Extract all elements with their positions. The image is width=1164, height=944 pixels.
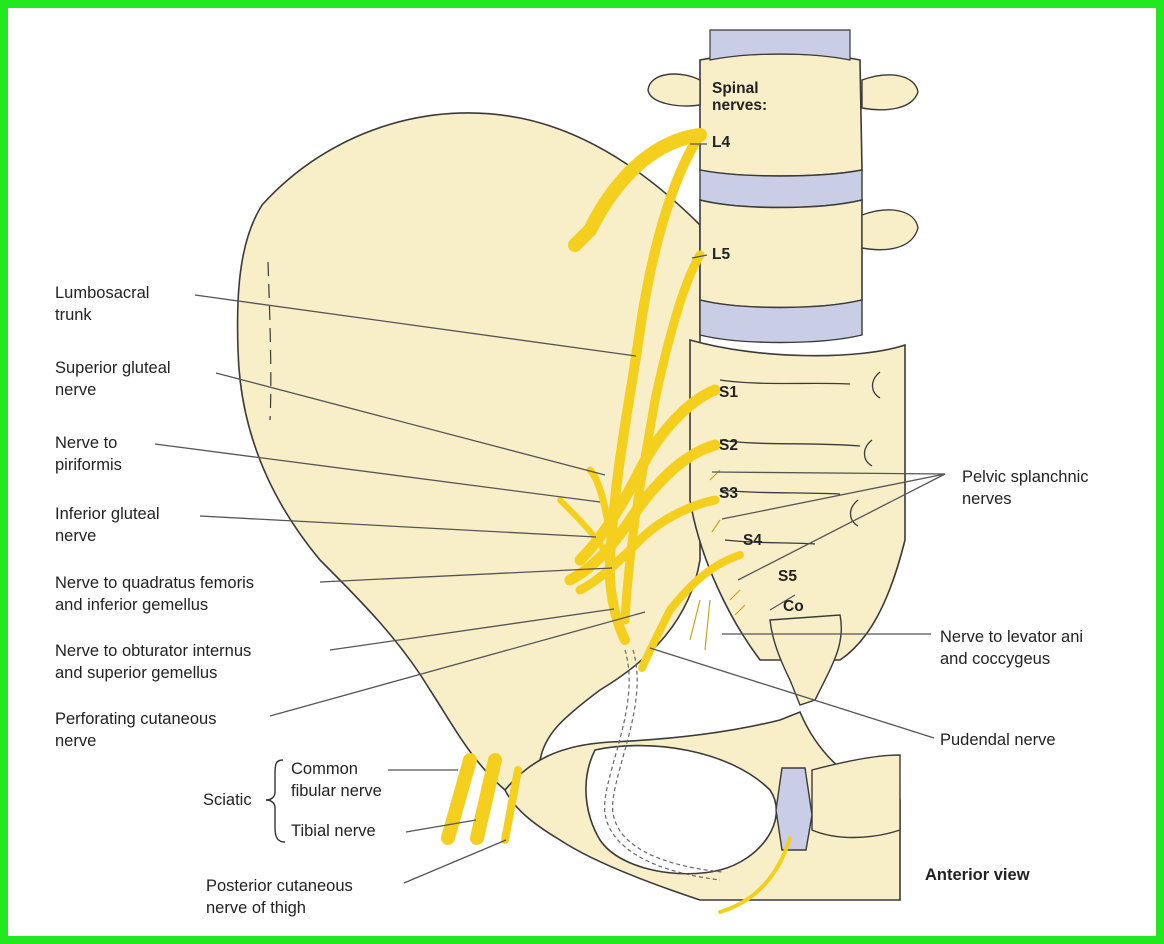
level-label-s4: S4 xyxy=(743,532,762,549)
hip-bone xyxy=(238,113,700,790)
label-nerve-to-piriformis: Nerve to piriformis xyxy=(55,432,122,476)
label-nerve-to-levator-ani: Nerve to levator ani and coccygeus xyxy=(940,626,1083,670)
level-label-l5: L5 xyxy=(712,246,730,263)
level-label-s5: S5 xyxy=(778,568,797,585)
spinal-nerves-header: Spinal nerves: xyxy=(712,80,767,114)
level-label-s2: S2 xyxy=(719,437,738,454)
label-nerve-to-obturator-internus: Nerve to obturator internus and superior… xyxy=(55,640,251,684)
view-label: Anterior view xyxy=(925,864,1030,886)
vertebra-l4-left-process xyxy=(648,74,700,106)
vertebra-l4-right-process xyxy=(862,75,918,110)
label-posterior-cutaneous-nerve: Posterior cutaneous nerve of thigh xyxy=(206,875,353,919)
level-label-l4: L4 xyxy=(712,134,730,151)
label-lumbosacral-trunk: Lumbosacral trunk xyxy=(55,282,149,326)
label-perforating-cutaneous-nerve: Perforating cutaneous nerve xyxy=(55,708,216,752)
vertebra-l4 xyxy=(700,54,862,176)
level-label-s3: S3 xyxy=(719,485,738,502)
label-pudendal-nerve: Pudendal nerve xyxy=(940,729,1056,751)
level-label-s1: S1 xyxy=(719,384,738,401)
label-inferior-gluteal-nerve: Inferior gluteal nerve xyxy=(55,503,160,547)
disc-1 xyxy=(700,170,862,208)
label-superior-gluteal-nerve: Superior gluteal nerve xyxy=(55,357,171,401)
pubic-symphysis xyxy=(776,768,812,850)
vertebra-l5-right-process xyxy=(862,210,918,250)
label-common-fibular-nerve: Common fibular nerve xyxy=(291,758,382,802)
level-label-co: Co xyxy=(783,598,804,615)
label-tibial-nerve: Tibial nerve xyxy=(291,820,376,842)
label-pelvic-splanchnic-nerves: Pelvic splanchnic nerves xyxy=(962,466,1089,510)
sciatic-brace xyxy=(266,760,285,842)
label-sciatic: Sciatic xyxy=(203,789,252,811)
coccyx xyxy=(770,615,841,705)
pubis-right xyxy=(812,755,900,838)
label-nerve-to-quadratus-femoris: Nerve to quadratus femoris and inferior … xyxy=(55,572,254,616)
